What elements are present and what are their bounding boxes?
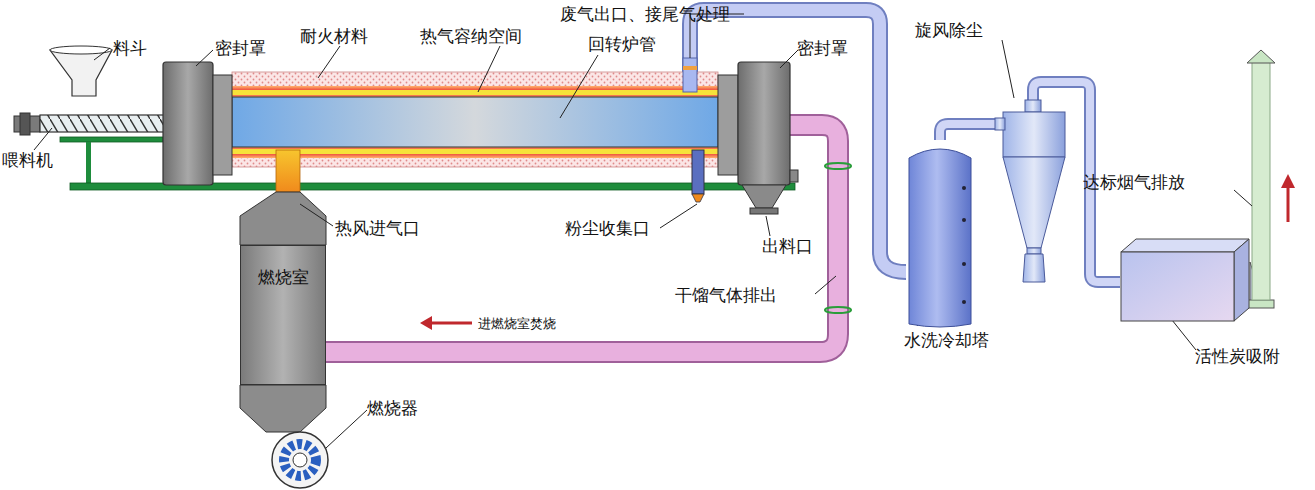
part-label: 热风进气口 [335, 218, 420, 238]
part-label: 粉尘收集口 [565, 218, 650, 238]
equipment-label: 燃烧室 [258, 267, 309, 287]
scrubber-tower: 水洗冷却塔 [908, 140, 972, 328]
part-label: 热气容纳空间 [420, 26, 522, 46]
carbon-adsorber: 活性炭吸附 [1120, 238, 1250, 322]
cyclone-separator: 旋风除尘 [995, 100, 1071, 285]
part-label: 出料口 [762, 236, 813, 256]
equipment-label: 水洗冷却塔 [904, 330, 989, 350]
part-label: 料斗 [113, 38, 147, 58]
part-label: 喂料机 [2, 150, 53, 170]
part-label: 燃烧器 [367, 398, 418, 418]
part-label: 回转炉管 [588, 34, 656, 54]
cyclone-separator-shape [995, 100, 1071, 285]
carbon-adsorber-shape [1120, 238, 1250, 322]
part-label: 耐火材料 [300, 26, 368, 46]
part-label: 进燃烧室焚烧 [478, 314, 556, 334]
combustion-chamber-shape [240, 245, 326, 385]
part-label: 达标烟气排放 [1083, 172, 1185, 192]
part-label: 废气出口、接尾气处理 [560, 4, 730, 24]
equipment-label: 旋风除尘 [915, 20, 983, 40]
combustion-chamber: 燃烧室 [240, 245, 326, 385]
part-label: 密封罩 [215, 38, 266, 58]
scrubber-tower-shape [908, 140, 972, 328]
gas-pipe [940, 124, 995, 140]
part-label: 干馏气体排出 [675, 285, 777, 305]
part-label: 密封罩 [797, 38, 848, 58]
equipment-label: 活性炭吸附 [1195, 346, 1280, 366]
